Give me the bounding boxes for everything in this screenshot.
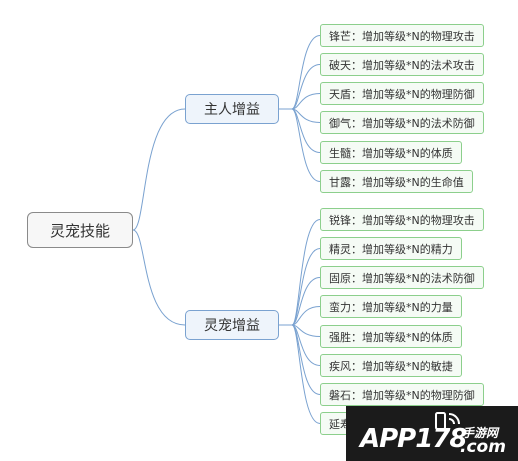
leaf-node[interactable]: 蛮力：增加等级*N的力量 (320, 295, 462, 318)
root-branch-link (132, 229, 186, 326)
branch-leaf-link (279, 324, 321, 424)
leaf-node[interactable]: 精灵：增加等级*N的精力 (320, 237, 462, 260)
leaf-node[interactable]: 生髓：增加等级*N的体质 (320, 141, 462, 164)
watermark-logo: APP178 手游网 .com (346, 406, 518, 461)
watermark-brand: APP178 (360, 424, 468, 454)
leaf-node[interactable]: 御气：增加等级*N的法术防御 (320, 111, 484, 134)
root-branch-link (132, 108, 186, 231)
watermark-cn: 手游网 (462, 426, 499, 440)
leaf-node[interactable]: 磐石：增加等级*N的物理防御 (320, 383, 484, 406)
branch-leaf-link (279, 35, 321, 110)
branch-leaf-link (279, 324, 321, 337)
leaf-node[interactable]: 强胜：增加等级*N的体质 (320, 325, 462, 348)
branch-leaf-link (279, 93, 321, 110)
branch-leaf-link (279, 108, 321, 153)
leaf-node[interactable]: 破天：增加等级*N的法术攻击 (320, 53, 484, 76)
phone-signal-icon (435, 412, 460, 430)
branch-node-pet[interactable]: 灵宠增益 (185, 310, 279, 340)
branch-node-owner[interactable]: 主人增益 (185, 94, 279, 124)
branch-leaf-link (279, 64, 321, 110)
leaf-node[interactable]: 锐锋：增加等级*N的物理攻击 (320, 208, 484, 231)
leaf-node[interactable]: 固原：增加等级*N的法术防御 (320, 266, 484, 289)
branch-leaf-link (279, 108, 321, 123)
leaf-node[interactable]: 甘露：增加等级*N的生命值 (320, 170, 473, 193)
branch-leaf-link (279, 108, 321, 182)
leaf-node[interactable]: 天盾：增加等级*N的物理防御 (320, 82, 484, 105)
watermark-suffix: .com (460, 437, 506, 457)
leaf-node[interactable]: 锋芒：增加等级*N的物理攻击 (320, 24, 484, 47)
root-node[interactable]: 灵宠技能 (27, 212, 133, 248)
leaf-node[interactable]: 疾风：增加等级*N的敏捷 (320, 354, 462, 377)
